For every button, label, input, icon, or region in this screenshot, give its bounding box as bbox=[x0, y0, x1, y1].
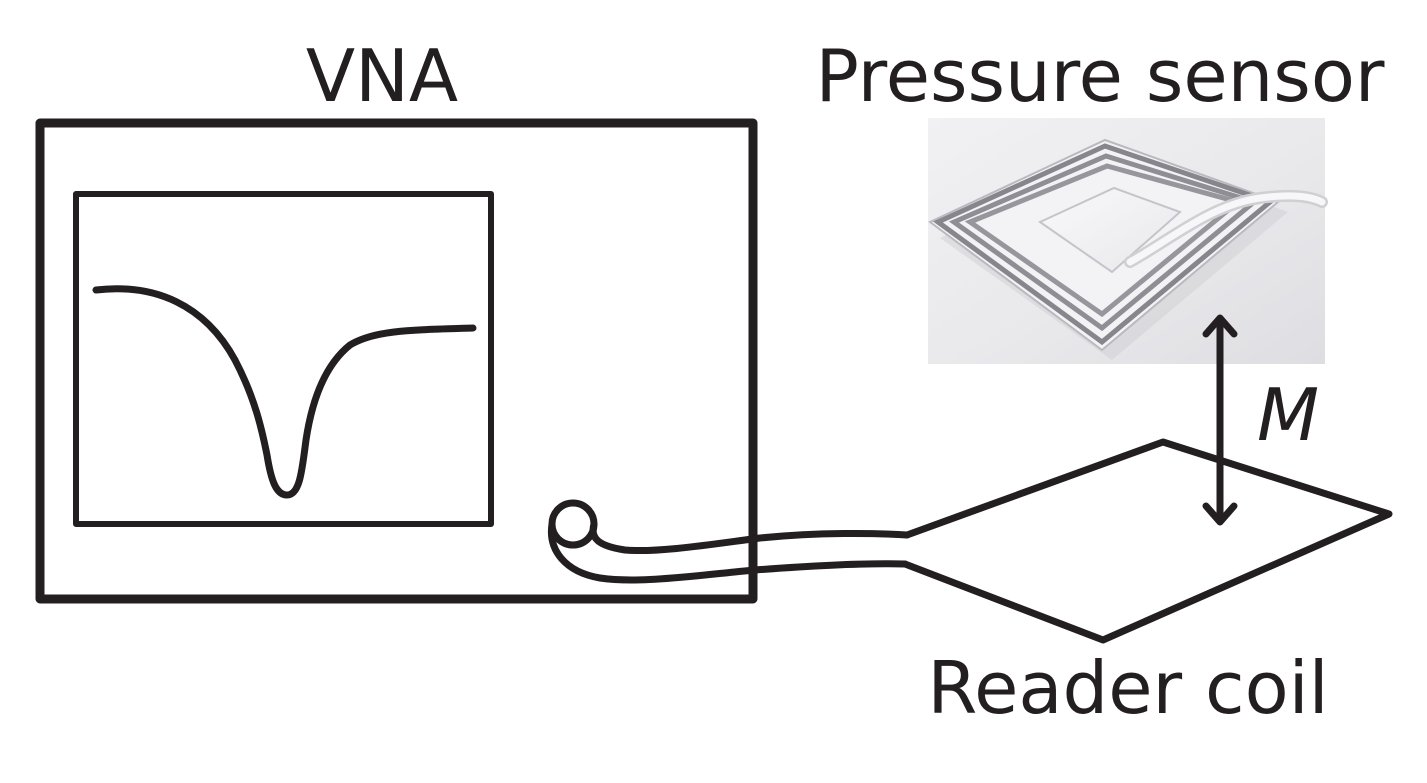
reader-coil-label: Reader coil bbox=[927, 646, 1328, 730]
vna-label: VNA bbox=[306, 34, 458, 118]
vna-screen bbox=[73, 191, 494, 527]
vna-instrument-box bbox=[35, 118, 758, 604]
pressure-sensor-label: Pressure sensor bbox=[816, 34, 1385, 118]
cable-outer-strand bbox=[547, 520, 909, 584]
cable-connector-loop bbox=[548, 499, 598, 549]
cable-inner-strand bbox=[589, 520, 911, 554]
sensor-center-plate bbox=[1037, 186, 1182, 274]
reader-coil bbox=[901, 438, 1393, 644]
pressure-sensor-photo bbox=[928, 118, 1328, 364]
sensor-lead-highlight bbox=[1126, 192, 1326, 266]
mutual-inductance-arrow bbox=[1202, 314, 1238, 526]
arrow-head-down bbox=[1202, 502, 1238, 526]
arrow-head-up bbox=[1202, 314, 1238, 338]
mutual-inductance-label: M bbox=[1257, 373, 1319, 457]
resonance-dip-curve bbox=[92, 285, 477, 499]
